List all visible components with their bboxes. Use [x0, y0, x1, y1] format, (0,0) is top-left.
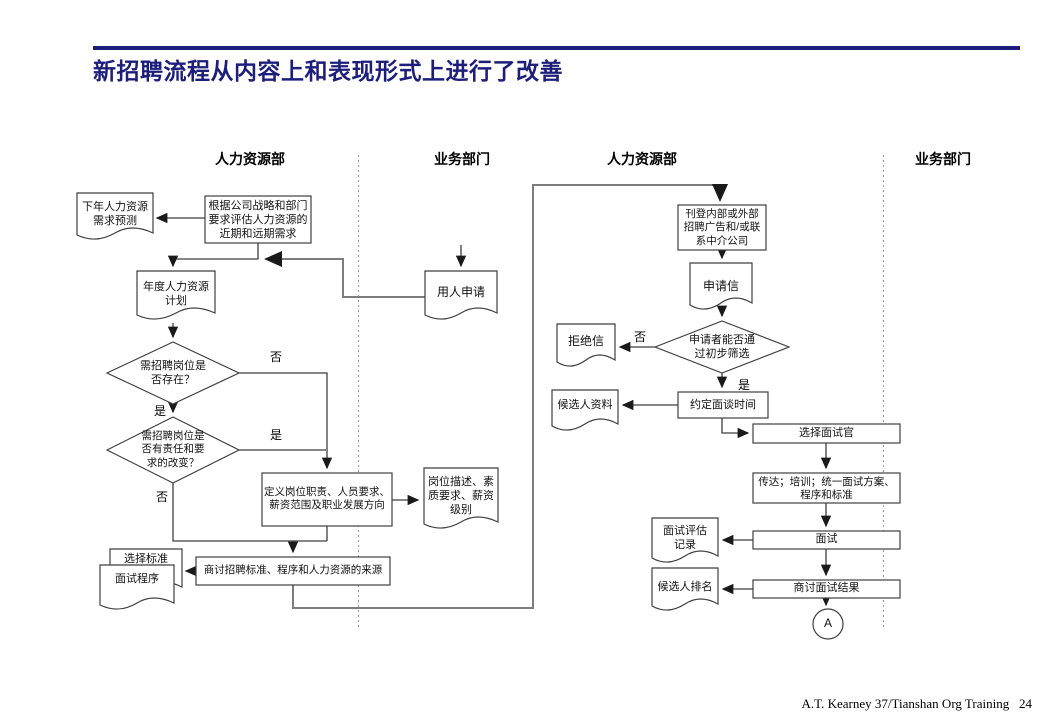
connector-schedule-to-interviewer [721, 418, 750, 439]
assess-box-label: 根据公司战略和部门 要求评估人力资源的 近期和远期需求 [208, 199, 308, 241]
advertise-box-shape [677, 204, 767, 251]
interviewer-box-shape [752, 423, 901, 444]
exist-yes-label: 是 [153, 404, 166, 418]
procedure-doc-shape [99, 564, 175, 610]
reject-doc-label: 拒绝信 [567, 334, 604, 349]
candidate-doc-shape [551, 389, 619, 431]
left-header-biz: 业务部门 [434, 151, 490, 167]
advertise-box-label: 刊登内部或外部 招聘广告和/或联 系中介公司 [683, 207, 761, 247]
interview-box-label: 面试 [815, 533, 838, 546]
slide-title: 新招聘流程从内容上和表现形式上进行了改善 [93, 58, 563, 84]
discuss-box-shape [195, 556, 391, 586]
change-diamond-label: 需招聘岗位是 否有责任和要 求的改变？ [141, 429, 205, 469]
evaluation-doc-label: 面试评估 记录 [663, 524, 707, 551]
evaluation-doc-shape [651, 517, 719, 563]
forecast-doc-label: 下年人力资源 需求预测 [82, 200, 148, 227]
screen-yes-label: 是 [737, 378, 750, 392]
criteria-doc-label: 选择标准 [124, 552, 168, 565]
discuss-box-label: 商讨招聘标准、程序和人力资源的来源 [203, 564, 383, 577]
change-diamond-shape [105, 416, 241, 484]
schedule-box-label: 约定面谈时间 [690, 398, 756, 411]
connector-apply-to-annualplan [264, 251, 425, 298]
jobdesc-doc-shape [423, 467, 499, 529]
training-box-label: 传达；培训；统一面试方案、 程序和标准 [758, 475, 895, 501]
define-box-shape [261, 472, 393, 527]
exist-diamond-shape [105, 341, 241, 405]
result-box-label: 商讨面试结果 [793, 582, 860, 595]
apply-doc-shape [424, 270, 498, 320]
annual-plan-doc-label: 年度人力资源 计划 [143, 280, 209, 307]
annual-plan-doc-shape [136, 270, 216, 320]
reject-doc-shape [556, 323, 616, 367]
connector-change-no-path [172, 483, 327, 542]
jobdesc-doc-label: 岗位描述、素 质要求、薪资 级别 [428, 475, 494, 517]
change-yes-label: 是 [269, 428, 282, 442]
interview-box-shape [752, 530, 901, 550]
assess-box-shape [204, 195, 312, 244]
connector-exist-no-to-define [239, 372, 333, 470]
title-rule [93, 46, 1020, 50]
ranking-doc-label: 候选人排名 [657, 580, 713, 593]
apply-doc-label: 用人申请 [436, 285, 485, 300]
connector-a-shape [812, 608, 844, 640]
right-header-biz: 业务部门 [915, 151, 971, 167]
screen-diamond-label: 申请者能否通 过初步筛选 [689, 333, 755, 360]
screen-diamond-shape [653, 320, 791, 374]
procedure-doc-label: 面试程序 [115, 572, 159, 585]
footer-credit: A.T. Kearney 37/Tianshan Org Training 24 [801, 696, 1032, 711]
result-box-shape [752, 579, 901, 599]
connector-left-to-right-chart [292, 184, 728, 609]
interviewer-box-label: 选择面试官 [799, 427, 854, 440]
change-no-label: 否 [155, 490, 168, 504]
letter-doc-label: 申请信 [702, 279, 739, 294]
left-header-hr: 人力资源部 [215, 151, 285, 167]
training-box-shape [752, 472, 901, 504]
ranking-doc-shape [651, 567, 719, 611]
define-box-label: 定义岗位职责、人员要求、 薪资范围及职业发展方向 [264, 485, 390, 511]
connector-a-label: A [823, 616, 832, 631]
letter-doc-shape [689, 262, 753, 310]
exist-no-label: 否 [269, 350, 282, 364]
forecast-doc-shape [76, 192, 154, 240]
exist-diamond-label: 需招聘岗位是 否存在？ [140, 359, 206, 386]
right-header-hr: 人力资源部 [607, 151, 677, 167]
candidate-doc-label: 候选人资料 [557, 398, 613, 411]
connector-assess-to-annualplan [167, 243, 259, 268]
screen-no-label: 否 [633, 330, 646, 344]
schedule-box-shape [677, 391, 769, 419]
